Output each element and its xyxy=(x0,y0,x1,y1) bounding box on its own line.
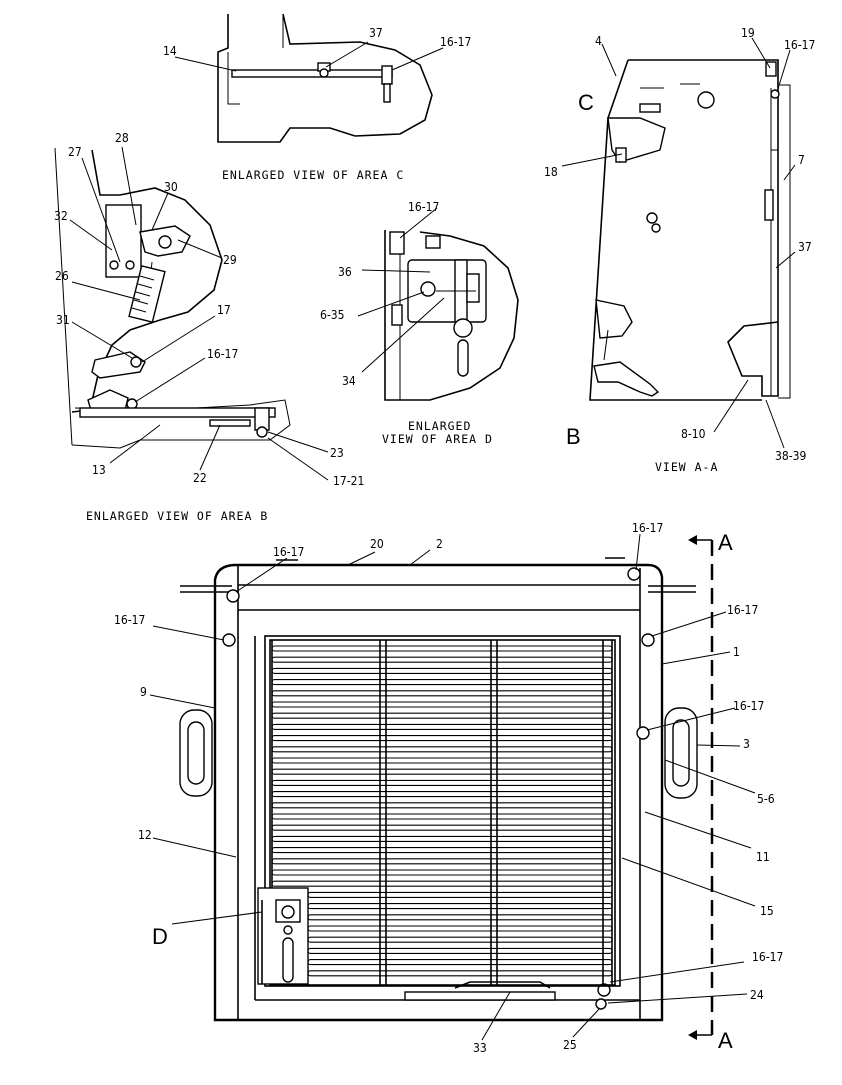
callout-37: 37 xyxy=(369,26,383,40)
condenser-tube-row xyxy=(307,959,613,966)
callout-7: 7 xyxy=(798,153,805,167)
callout-25: 25 xyxy=(563,1038,577,1052)
callout-19: 19 xyxy=(741,26,755,40)
condenser-tube-row xyxy=(307,925,613,932)
callout-16-17: 16-17 xyxy=(632,521,663,535)
callout-numbers: 14 37 16-17 28 27 30 32 29 26 31 17 16-1… xyxy=(54,26,815,1055)
condenser-tube-row xyxy=(307,970,613,977)
condenser-tube-row xyxy=(271,768,613,775)
condenser-tube-row xyxy=(271,791,613,798)
callout-11: 11 xyxy=(756,850,770,864)
condenser-tube-row xyxy=(307,936,613,943)
section-letter-a-bottom: A xyxy=(718,1028,733,1053)
caption-view-a-a: VIEW A-A xyxy=(655,460,718,474)
callout-22: 22 xyxy=(193,471,207,485)
condenser-tube-row xyxy=(271,858,613,865)
callout-9: 9 xyxy=(140,685,147,699)
area-letters: C B D A A xyxy=(152,90,733,1053)
callout-16-17: 16-17 xyxy=(784,38,815,52)
callout-23: 23 xyxy=(330,446,344,460)
condenser-tube-row xyxy=(271,712,613,719)
callout-5-6: 5-6 xyxy=(757,792,775,806)
callout-4: 4 xyxy=(595,34,602,48)
callout-8-10: 8-10 xyxy=(681,427,706,441)
callout-27: 27 xyxy=(68,145,82,159)
callout-32: 32 xyxy=(54,209,68,223)
callout-14: 14 xyxy=(163,44,177,58)
view-area-d xyxy=(357,207,519,401)
condenser-tube-row xyxy=(271,757,613,764)
callout-13: 13 xyxy=(92,463,106,477)
callout-26: 26 xyxy=(55,269,69,283)
condenser-tube-row xyxy=(271,880,613,887)
condenser-tube-row xyxy=(271,802,613,809)
caption-view-d-line1: ENLARGED xyxy=(408,419,471,433)
condenser-tube-row xyxy=(271,645,613,652)
callout-16-17: 16-17 xyxy=(733,699,764,713)
condenser-tube-row xyxy=(271,813,613,820)
area-letter-c: C xyxy=(578,90,594,115)
callout-33: 33 xyxy=(473,1041,487,1055)
condenser-tube-row xyxy=(271,723,613,730)
condenser-tube-row xyxy=(271,824,613,831)
callout-16-17: 16-17 xyxy=(114,613,145,627)
condenser-core xyxy=(271,645,613,977)
callout-24: 24 xyxy=(750,988,764,1002)
callout-16-17: 16-17 xyxy=(408,200,439,214)
caption-view-d-line2: VIEW OF AREA D xyxy=(382,432,493,446)
callout-20: 20 xyxy=(370,537,384,551)
caption-view-b: ENLARGED VIEW OF AREA B xyxy=(86,509,268,523)
callout-38-39: 38-39 xyxy=(775,449,806,463)
callout-3: 3 xyxy=(743,737,750,751)
callout-31: 31 xyxy=(56,313,70,327)
callout-2: 2 xyxy=(436,537,443,551)
callout-30: 30 xyxy=(164,180,178,194)
callout-15: 15 xyxy=(760,904,774,918)
condenser-tube-row xyxy=(307,947,613,954)
callout-18: 18 xyxy=(544,165,558,179)
callout-28: 28 xyxy=(115,131,129,145)
section-letter-a-top: A xyxy=(718,530,733,555)
callout-12: 12 xyxy=(138,828,152,842)
condenser-tube-row xyxy=(307,914,613,921)
callout-37: 37 xyxy=(798,240,812,254)
captions: ENLARGED VIEW OF AREA C ENLARGED VIEW OF… xyxy=(86,168,718,523)
view-area-b xyxy=(54,146,329,481)
condenser-tube-row xyxy=(271,835,613,842)
condenser-tube-row xyxy=(271,667,613,674)
condenser-tube-row xyxy=(271,656,613,663)
condenser-tube-row xyxy=(307,891,613,898)
caption-view-c: ENLARGED VIEW OF AREA C xyxy=(222,168,404,182)
callout-16-17: 16-17 xyxy=(727,603,758,617)
condenser-tube-row xyxy=(271,779,613,786)
callout-1: 1 xyxy=(733,645,740,659)
callout-16-17: 16-17 xyxy=(207,347,238,361)
callout-17-21: 17-21 xyxy=(333,474,364,488)
condenser-tube-row xyxy=(271,735,613,742)
condenser-tube-row xyxy=(307,903,613,910)
condenser-tube-row xyxy=(271,690,613,697)
callout-16-17: 16-17 xyxy=(273,545,304,559)
condenser-tube-row xyxy=(271,847,613,854)
callout-17: 17 xyxy=(217,303,231,317)
condenser-tube-row xyxy=(271,746,613,753)
main-front-view xyxy=(149,533,756,1041)
callout-36: 36 xyxy=(338,265,352,279)
callout-16-17: 16-17 xyxy=(440,35,471,49)
condenser-tube-row xyxy=(271,869,613,876)
view-area-c xyxy=(174,13,444,143)
area-letter-b: B xyxy=(566,424,581,449)
condenser-tube-row xyxy=(271,679,613,686)
callout-34: 34 xyxy=(342,374,356,388)
view-a-a xyxy=(561,37,796,449)
callout-29: 29 xyxy=(223,253,237,267)
area-letter-d: D xyxy=(152,924,168,949)
callout-6-35: 6-35 xyxy=(320,308,345,322)
callout-16-17: 16-17 xyxy=(752,950,783,964)
condenser-tube-row xyxy=(271,701,613,708)
